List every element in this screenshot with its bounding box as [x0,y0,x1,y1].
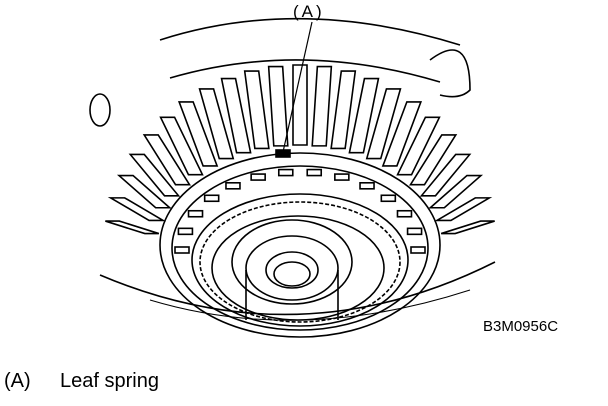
plate-lug [174,246,190,254]
spline-tooth [243,70,270,150]
plate-lug [410,246,426,254]
hole [89,93,111,127]
plate-lug [359,182,375,190]
spline-tooth [365,88,402,160]
plate-lug [277,168,294,177]
spline-tooth [440,220,495,235]
spline-tooth [409,134,458,186]
spline-tooth [348,77,380,154]
plate-lug [225,182,241,190]
spline-tooth [433,197,493,222]
spline-tooth [105,220,160,235]
plate-lug [306,168,323,177]
figure-code: B3M0956C [483,318,559,335]
spline-tooth [428,174,484,209]
legend-item: (A) Leaf spring [4,370,159,393]
legend-label: Leaf spring [60,370,159,392]
plate-lug [334,173,350,181]
spline-tooth [177,101,219,167]
callout-label-a: (A) [293,2,325,21]
plate-lug [203,194,220,203]
plate-lug [406,227,423,236]
plate-lug [177,227,194,236]
spline-tooth [311,65,333,147]
hub [231,219,353,320]
spline-tooth [128,153,181,197]
spline-tooth [142,134,191,186]
spline-tooth [396,116,441,176]
plate-lug [250,173,266,181]
plate-lug [187,209,204,218]
legend-key: (A) [4,370,31,392]
spline-tooth [220,77,252,154]
spline-tooth [116,174,172,209]
plate-lug [396,209,413,218]
drum-outline [99,17,496,321]
plate-lug [380,194,397,203]
spline-tooth [107,197,167,222]
spline-tooth [159,116,204,176]
spline-tooth [381,101,423,167]
spline-tooth [419,153,472,197]
spline-tooth [267,65,289,147]
leaf-spring-A [275,21,313,158]
spline-tooth [330,70,357,150]
hand [429,49,471,98]
inner-rings [159,152,441,338]
spline-tooth [198,88,235,160]
